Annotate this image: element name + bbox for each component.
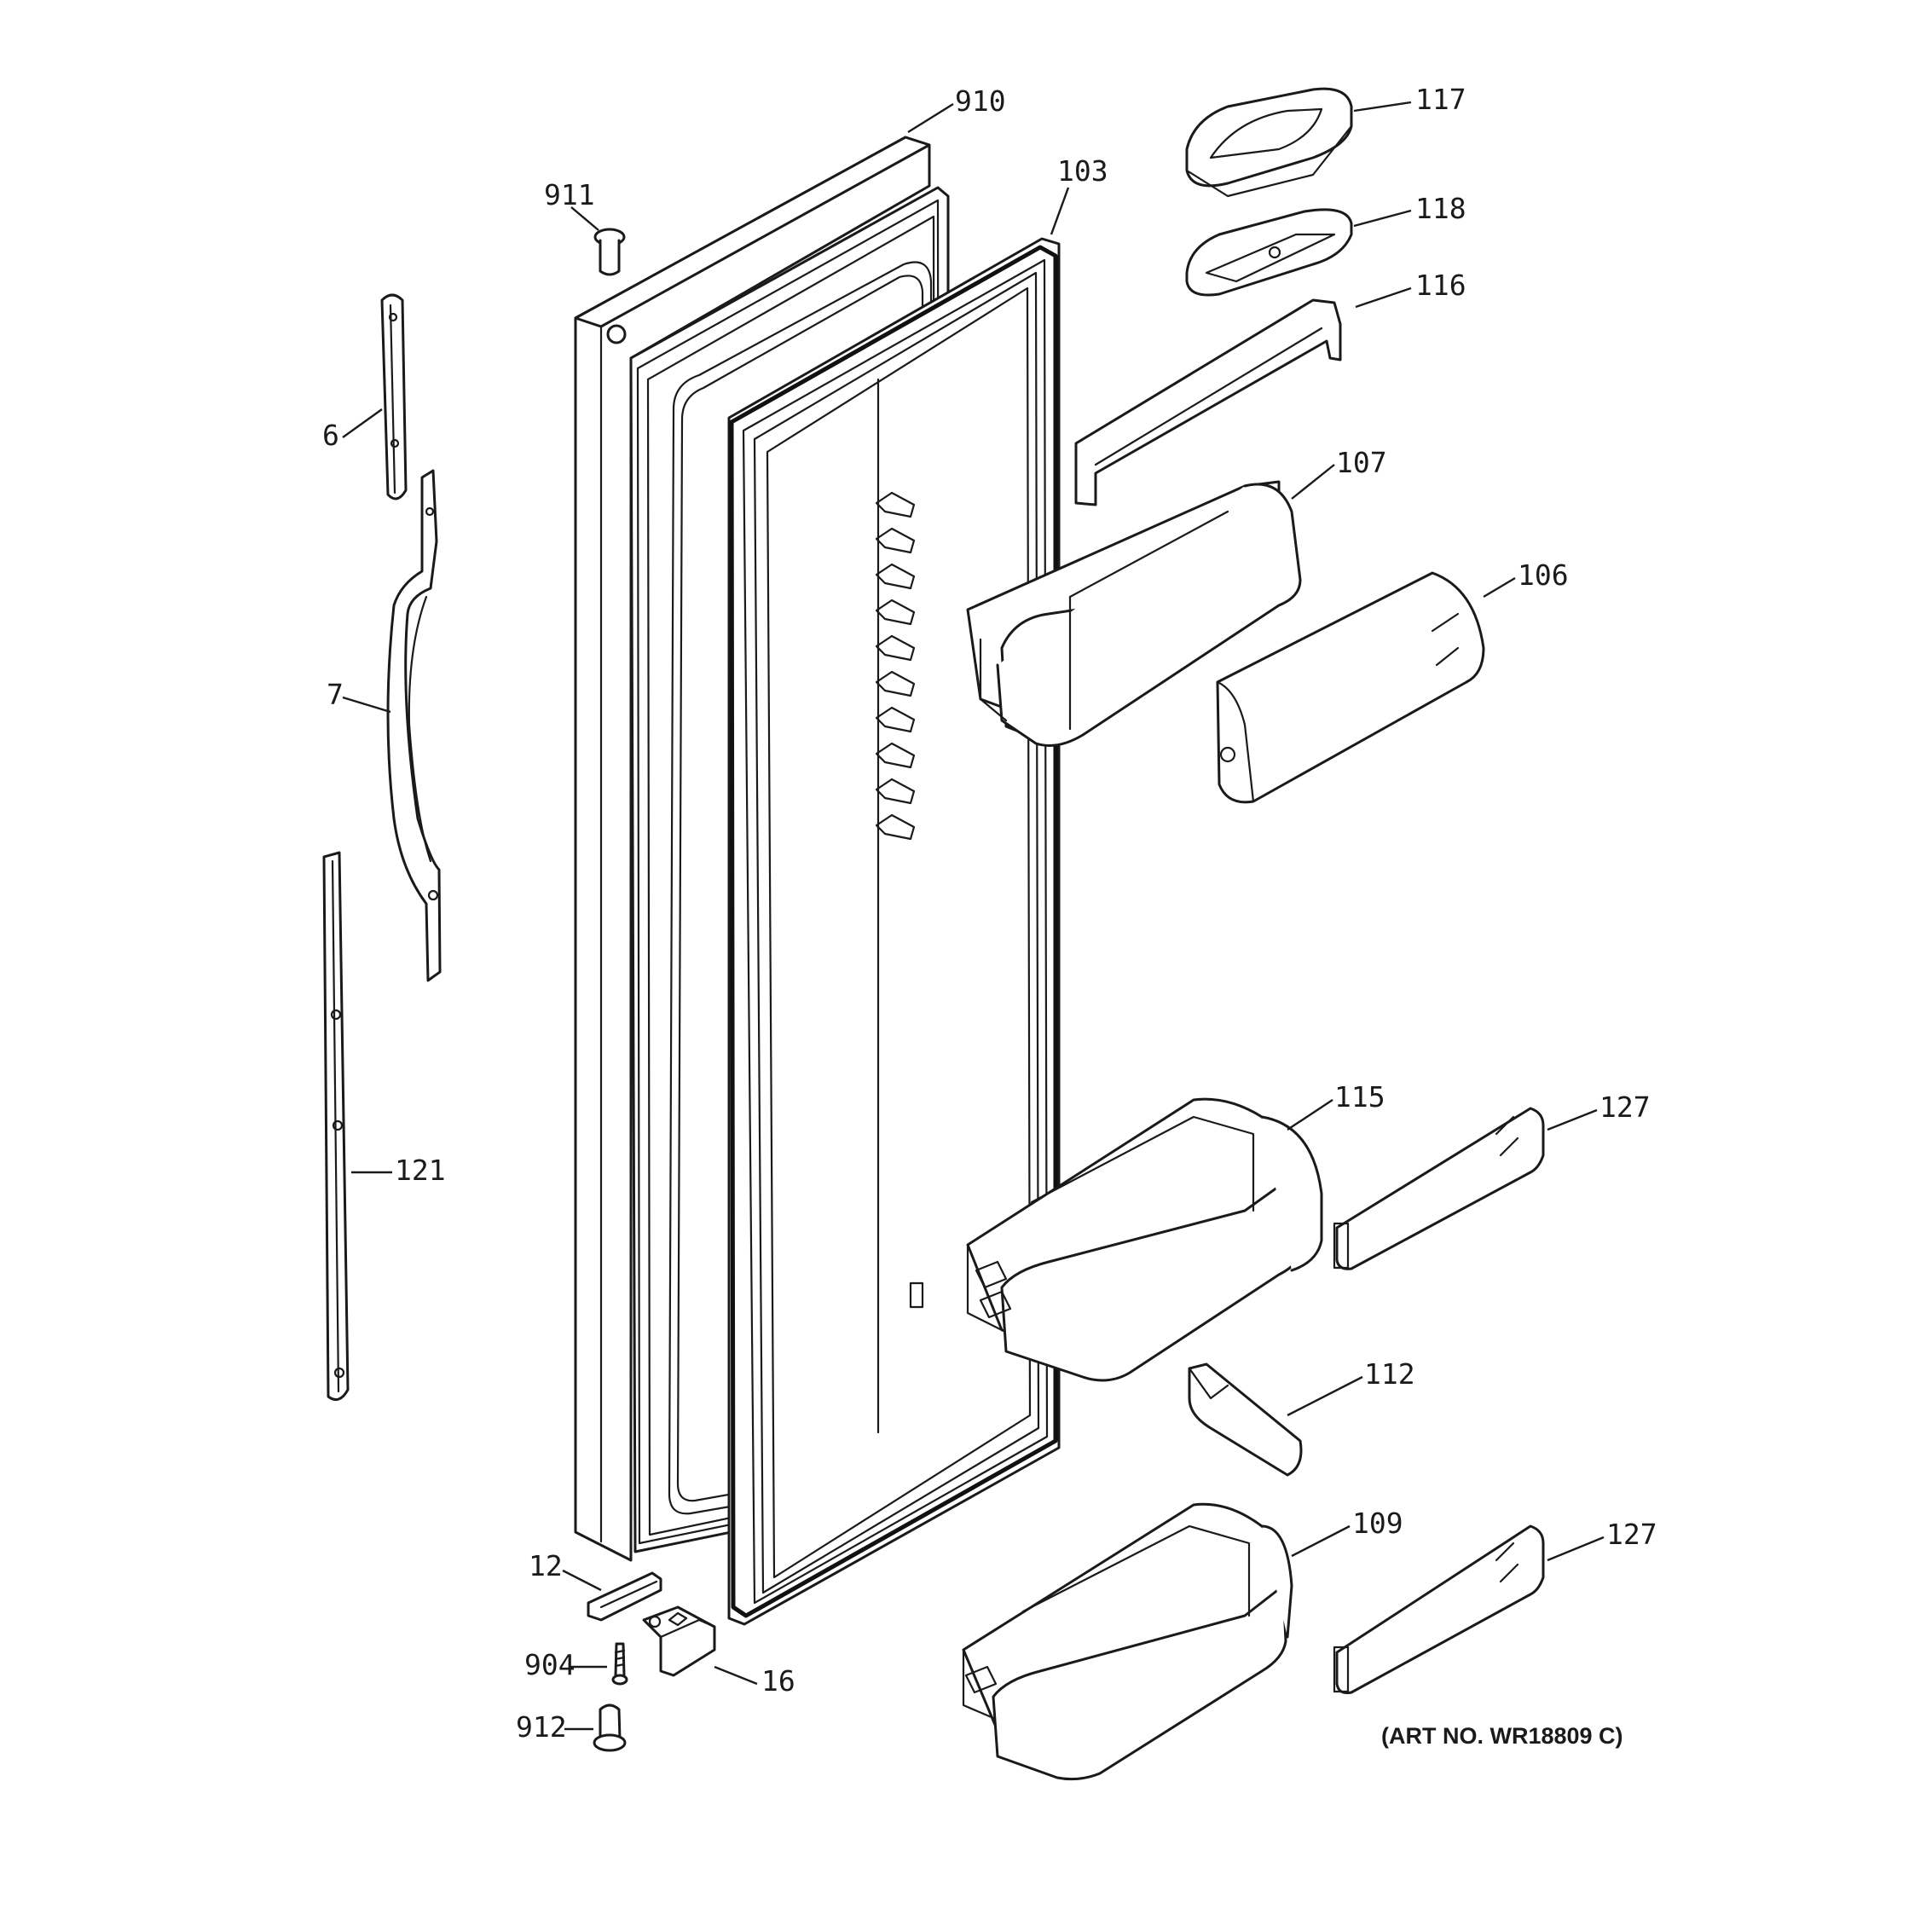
- callout-7: 7: [327, 678, 344, 711]
- callout-116: 116: [1415, 269, 1466, 302]
- bottom-hinge-bushing: [593, 1704, 627, 1752]
- bottom-hinge: [642, 1605, 716, 1677]
- callout-115: 115: [1334, 1080, 1385, 1114]
- handle-trim-bottom: [322, 851, 350, 1402]
- dairy-bin: [1185, 208, 1353, 297]
- bin-front-door-lower: [1333, 1524, 1545, 1694]
- callout-112: 112: [1364, 1357, 1415, 1391]
- dairy-door-cover: [1185, 87, 1353, 198]
- door-bin-upper: [966, 480, 1302, 747]
- door-handle: [386, 469, 442, 982]
- callout-6: 6: [322, 419, 339, 452]
- handle-trim-top: [380, 293, 408, 500]
- callout-912: 912: [516, 1710, 567, 1744]
- callout-121: 121: [395, 1154, 446, 1187]
- dairy-door-frame: [1074, 298, 1342, 506]
- callout-117: 117: [1415, 83, 1466, 116]
- callout-127-lower: 127: [1606, 1518, 1657, 1551]
- bin-front-door-upper: [1333, 1107, 1545, 1270]
- hinge-screw: [611, 1642, 628, 1686]
- callout-911: 911: [544, 178, 595, 211]
- door-liner: [727, 237, 1061, 1626]
- callout-910: 910: [955, 84, 1006, 118]
- bin-divider: [1188, 1362, 1303, 1477]
- bin-front-door: [1216, 571, 1485, 804]
- callout-118: 118: [1415, 192, 1466, 225]
- callout-12: 12: [529, 1549, 563, 1582]
- callout-16: 16: [761, 1664, 795, 1698]
- callout-103: 103: [1057, 154, 1108, 188]
- callout-107: 107: [1336, 446, 1387, 479]
- hinge-plate: [587, 1571, 662, 1622]
- callout-904: 904: [524, 1648, 576, 1681]
- callout-127-upper: 127: [1599, 1090, 1651, 1124]
- callout-109: 109: [1352, 1507, 1403, 1540]
- door-bin-lower: [962, 1502, 1293, 1781]
- shelf-support-bumps: [875, 491, 916, 841]
- callout-labels: 910 911 103 117 118 116 6 7 107 106 121 …: [322, 83, 1657, 1749]
- top-hinge-bushing: [593, 228, 626, 276]
- door-bin-middle: [966, 1097, 1323, 1382]
- callout-106: 106: [1518, 558, 1569, 592]
- leader-lines: [342, 101, 1605, 1731]
- art-number: (ART NO. WR18809 C): [1381, 1723, 1623, 1749]
